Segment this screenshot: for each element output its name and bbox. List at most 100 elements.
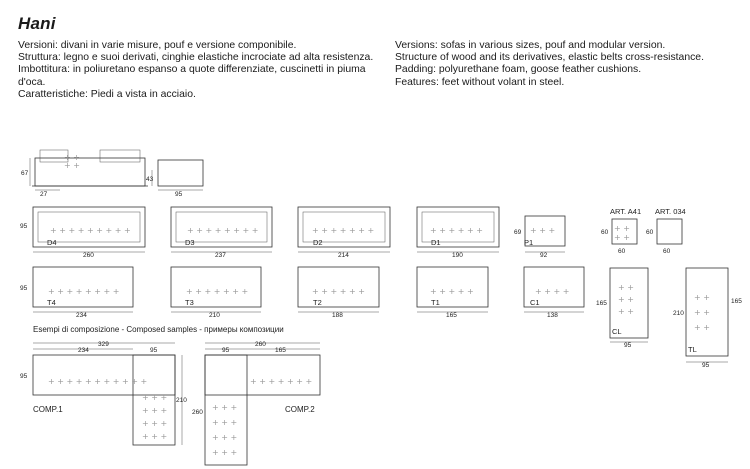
tl-chaise: + + + + + + TL 210 165 95 [673,267,742,369]
comp2-b-label: 165 [275,347,286,354]
svg-text:+ +: + + [694,308,710,317]
row1-code-label: P1 [524,238,533,247]
cl-chaise: + + + + + + CL 165 95 [596,267,649,349]
tl-code-label: TL [688,345,697,354]
svg-text:+ + + + + + + + +: + + + + + + + + + [50,226,131,235]
italian-line: Imbottitura: in poliuretano espanso a qu… [18,64,366,88]
svg-text:+ +: + + [614,233,630,242]
italian-line: Versioni: divani in varie misure, pouf e… [18,40,297,51]
row1-width-label: 214 [338,252,349,259]
comp2-side-label: 260 [192,409,203,416]
comp2-label: COMP.2 [285,405,315,414]
italian-line: Caratteristiche: Piedi a vista in acciai… [18,88,196,100]
svg-text:+ + +: + + + [212,448,237,457]
row1-code-label: D1 [431,238,441,247]
comp1-a-label: 234 [78,347,89,354]
composition-1: 329 234 95 + + + + + + + + + + + + + + +… [20,341,187,446]
row1-code-label: D3 [185,238,195,247]
comp1-label: COMP.1 [33,405,63,414]
art-label: ART. A41 [610,207,641,216]
svg-text:+ + + + + + +: + + + + + + + [250,377,312,386]
composition-2: 260 95 165 + + + + + + + + + + + + + + +… [192,341,321,466]
pouf-height-label: 43 [146,176,154,183]
comp1-b-label: 95 [150,347,158,354]
side-view-sofa: 67 27 + + + + [21,149,148,198]
art-width-label: 60 [663,248,671,255]
svg-text:+ +: + + [614,224,630,233]
row1-pouf-depth-label: 69 [514,229,522,236]
svg-text:+ +: + + [618,295,634,304]
row2-width-label: 188 [332,312,343,319]
english-description: Versions: sofas in various sizes, pouf a… [395,40,735,89]
svg-text:+ +: + + [64,161,80,170]
row2-code-label: T1 [431,298,440,307]
row2-code-label: T3 [185,298,194,307]
tl-width-label: 95 [702,362,710,369]
svg-text:+ + + + +: + + + + + [430,287,474,296]
comp1-side-label: 210 [176,397,187,404]
svg-text:+ + + +: + + + + [535,287,569,296]
svg-text:+ +: + + [618,307,634,316]
english-line: Versions: sofas in various sizes, pouf a… [395,40,666,51]
row1-width-label: 190 [452,252,463,259]
tl-height-label: 210 [673,310,684,317]
english-line: Padding: polyurethane foam, goose feathe… [395,64,642,76]
tl-side-label: 165 [731,298,742,305]
svg-text:+ + +: + + + [142,393,167,402]
english-line: Features: feet without volant in steel. [395,76,565,88]
row1-code-label: D2 [313,238,323,247]
page-title: Hani [18,14,56,33]
svg-text:+ + + + + + +: + + + + + + + [312,226,374,235]
italian-line: Struttura: legno e suoi derivati, cinghi… [18,52,374,64]
svg-text:+ + +: + + + [212,433,237,442]
row1-width-label: 260 [83,252,94,259]
row2-width-label: 210 [209,312,220,319]
svg-text:+ + +: + + + [142,419,167,428]
svg-text:+ +: + + [64,153,80,162]
row2-code-label: T4 [47,298,56,307]
svg-text:+ + + + + + + +: + + + + + + + + [187,226,258,235]
row1-code-label: D4 [47,238,57,247]
comp1-depth-label: 95 [20,373,28,380]
composed-samples-label: Esempi di composizione - Composed sample… [33,325,284,334]
svg-text:+ + +: + + + [212,418,237,427]
art-height-label: 60 [601,229,609,236]
art-label: ART. 034 [655,207,686,216]
art-height-label: 60 [646,229,654,236]
art-width-label: 60 [618,248,626,255]
comp1-total-label: 329 [98,341,109,348]
svg-text:+ + + + + + +: + + + + + + + [186,287,248,296]
row2-width-label: 138 [547,312,558,319]
side-height-label: 67 [21,170,29,177]
svg-text:+ + + + + + + +: + + + + + + + + [48,287,119,296]
svg-text:+ +: + + [618,283,634,292]
row2-code-label: T2 [313,298,322,307]
svg-text:+ + + + + +: + + + + + + [312,287,365,296]
svg-text:+ + + + + +: + + + + + + [430,226,483,235]
row2-sofas: 95 + + + + + + + + T4 234 + + + + + + + … [20,266,585,319]
svg-text:+ + +: + + + [530,226,555,235]
row2-code-label: C1 [530,298,540,307]
cl-code-label: CL [612,327,622,336]
svg-text:+ +: + + [694,323,710,332]
row1-width-label: 237 [215,252,226,259]
comp2-a-label: 95 [222,347,230,354]
side-view-pouf: 43 95 [146,159,204,198]
cl-height-label: 165 [596,300,607,307]
comp2-total-label: 260 [255,341,266,348]
cl-width-label: 95 [624,342,632,349]
svg-text:+ + +: + + + [142,406,167,415]
row1-depth-label: 95 [20,223,28,230]
row2-depth-label: 95 [20,285,28,292]
svg-text:+ + +: + + + [142,432,167,441]
row2-width-label: 234 [76,312,87,319]
art-pillows: ART. A41 + + + + 60 60 ART. 034 60 60 [601,207,686,255]
svg-text:+ + +: + + + [212,403,237,412]
svg-text:+ + + + + + + + + + +: + + + + + + + + + + + [48,377,147,386]
side-depth-label: 27 [40,191,48,198]
row1-sofas: 95 + + + + + + + + + D4 260 + + + + + + … [20,206,566,259]
english-line: Structure of wood and its derivatives, e… [395,52,704,64]
svg-text:+ +: + + [694,293,710,302]
row1-width-label: 92 [540,252,548,259]
